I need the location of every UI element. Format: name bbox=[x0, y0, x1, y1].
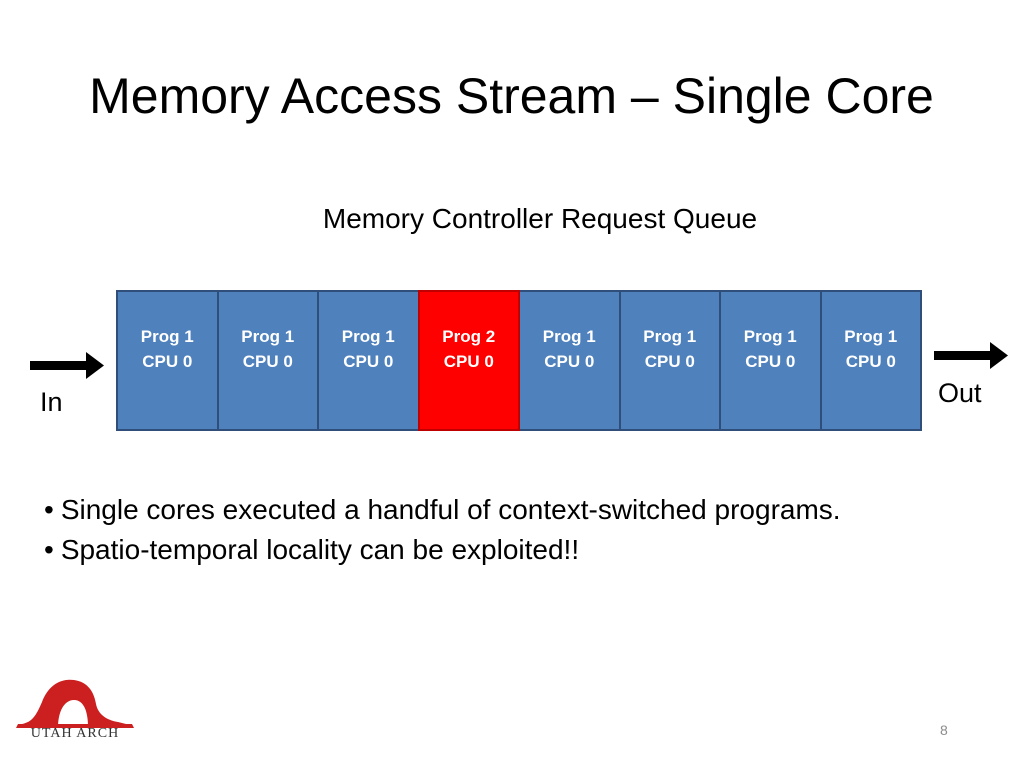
arch-logo-icon bbox=[16, 679, 134, 728]
queue-entry: Prog 1 CPU 0 bbox=[518, 290, 621, 431]
queue-entry-program: Prog 1 bbox=[241, 326, 295, 346]
queue-entry-cpu: CPU 0 bbox=[142, 351, 193, 371]
queue-entry-program: Prog 1 bbox=[743, 326, 797, 346]
queue-entry-cpu: CPU 0 bbox=[443, 351, 494, 371]
queue-entry-highlighted: Prog 2 CPU 0 bbox=[417, 290, 520, 431]
queue-entry-program: Prog 1 bbox=[643, 326, 697, 346]
queue-entry: Prog 1 CPU 0 bbox=[317, 290, 420, 431]
bullet-list: Single cores executed a handful of conte… bbox=[44, 490, 841, 570]
in-arrow-icon bbox=[30, 352, 104, 379]
queue-entry-cpu: CPU 0 bbox=[644, 351, 695, 371]
queue-entry-cpu: CPU 0 bbox=[242, 351, 293, 371]
in-label: In bbox=[40, 387, 63, 417]
queue-entry: Prog 1 CPU 0 bbox=[216, 290, 319, 431]
queue-entry-cpu: CPU 0 bbox=[544, 351, 595, 371]
request-queue: Prog 1 CPU 0 Prog 1 CPU 0 Prog 1 CPU 0 P… bbox=[116, 290, 922, 431]
out-arrow-icon bbox=[934, 342, 1008, 369]
queue-entry-cpu: CPU 0 bbox=[845, 351, 896, 371]
queue-entry-cpu: CPU 0 bbox=[745, 351, 796, 371]
queue-entry: Prog 1 CPU 0 bbox=[819, 290, 922, 431]
queue-title: Memory Controller Request Queue bbox=[322, 203, 758, 234]
queue-entry-program: Prog 1 bbox=[542, 326, 596, 346]
queue-entry-cpu: CPU 0 bbox=[343, 351, 394, 371]
bullet-item: Single cores executed a handful of conte… bbox=[44, 490, 841, 530]
logo-text: UTAH ARCH bbox=[30, 726, 120, 741]
queue-entry-program: Prog 1 bbox=[140, 326, 194, 346]
queue-entry-program: Prog 2 bbox=[442, 326, 496, 346]
bullet-item: Spatio-temporal locality can be exploite… bbox=[44, 530, 841, 570]
queue-entry-program: Prog 1 bbox=[341, 326, 395, 346]
queue-entry: Prog 1 CPU 0 bbox=[719, 290, 822, 431]
queue-entry-program: Prog 1 bbox=[844, 326, 898, 346]
page-number: 8 bbox=[940, 722, 948, 738]
slide-title: Memory Access Stream – Single Core bbox=[89, 68, 934, 124]
queue-entry: Prog 1 CPU 0 bbox=[618, 290, 721, 431]
queue-entry: Prog 1 CPU 0 bbox=[116, 290, 219, 431]
out-label: Out bbox=[938, 378, 982, 408]
